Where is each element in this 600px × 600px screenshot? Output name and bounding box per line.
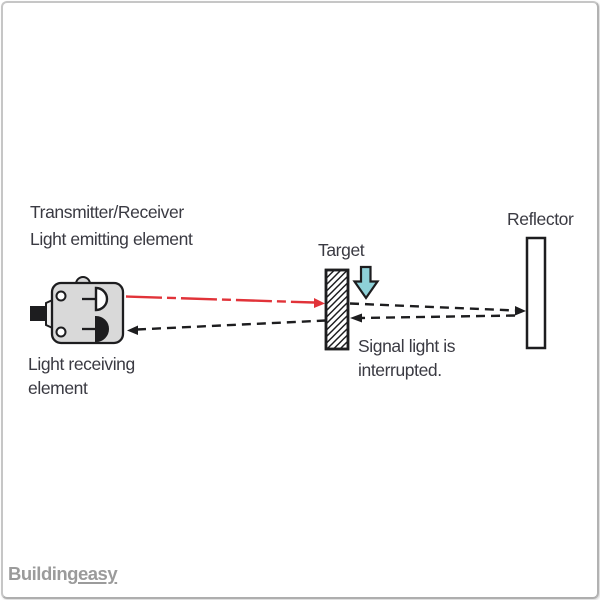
target-label: Target	[318, 240, 365, 260]
reflector-beam-arrowhead	[515, 306, 526, 316]
transmitter-receiver-sensor	[30, 276, 125, 345]
watermark-prefix: Building	[8, 563, 78, 584]
reflected-beam-arrowhead	[350, 313, 362, 323]
light-receiving-element-icon	[95, 315, 109, 343]
light-emitting-element-icon	[94, 286, 109, 312]
light-receiving-element-label-line1: Light receiving	[28, 354, 135, 374]
watermark-suffix-underlined: easy	[77, 563, 118, 584]
buildingeasy-watermark: Buildingeasy	[8, 563, 118, 585]
return-beam-arrowhead	[127, 325, 138, 335]
mounting-hole-bottom	[55, 326, 67, 338]
target-plate-hatching	[324, 268, 350, 351]
beam-reflector-to-target	[360, 314, 516, 320]
signal-interrupted-label-line1: Signal light is	[358, 336, 456, 356]
reflector-label: Reflector	[507, 209, 574, 229]
return-beam-to-receiver	[136, 319, 327, 331]
interrupt-down-arrow-icon	[352, 265, 380, 300]
beam-target-to-reflector	[349, 302, 516, 312]
red-beam-arrowhead	[314, 298, 325, 308]
transmitter-receiver-label: Transmitter/Receiver	[30, 202, 184, 222]
mounting-hole-top	[55, 290, 67, 302]
cable-plug	[30, 306, 47, 321]
reflector-plate	[525, 236, 547, 350]
light-emitting-element-label: Light emitting element	[30, 229, 193, 249]
light-receiving-element-label-line2: element	[28, 378, 88, 398]
signal-interrupted-label-line2: interrupted.	[358, 360, 442, 380]
emitted-beam-red	[125, 295, 315, 304]
target-plate	[324, 268, 350, 351]
